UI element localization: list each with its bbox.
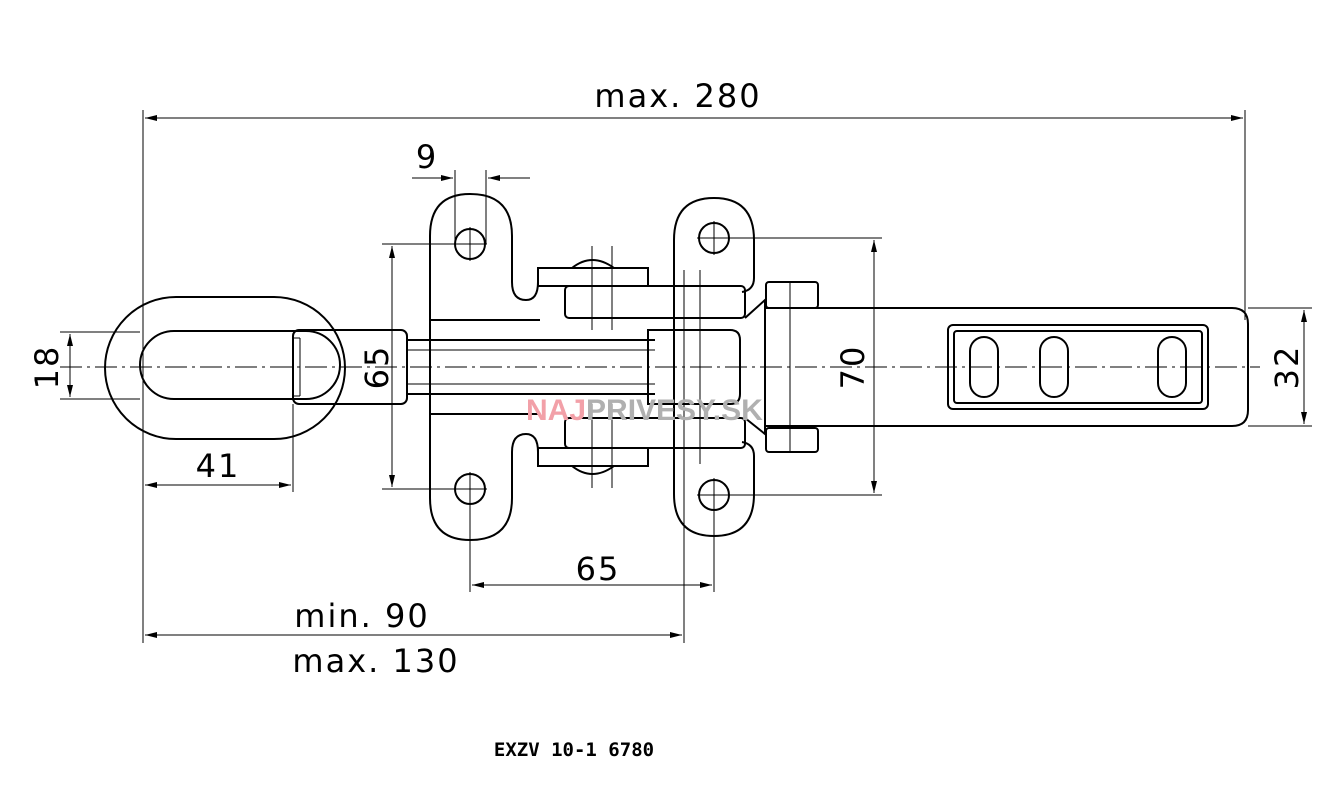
housing-clamp xyxy=(765,281,819,453)
left-mounting-plate xyxy=(429,192,540,542)
upper-bracket xyxy=(537,246,746,330)
dim-hole-spacing: 65 xyxy=(469,505,715,592)
mount-height-label: 65 xyxy=(358,345,396,390)
hole-spacing-label: 65 xyxy=(576,550,621,588)
slot-3 xyxy=(1157,336,1187,398)
slot-2 xyxy=(1039,336,1069,398)
watermark: NAJPRIVESY.SK xyxy=(526,394,763,427)
dim-hole-diameter: 9 xyxy=(412,138,530,244)
bar-height-label: 32 xyxy=(1268,345,1306,390)
hole-diameter-label: 9 xyxy=(416,138,438,176)
dim-bar-height: 32 xyxy=(1248,307,1312,427)
piston-rod xyxy=(407,339,655,395)
watermark-part-2: PRIVESY xyxy=(586,394,716,427)
right-mounting-plate xyxy=(647,196,766,538)
plate-height-label: 70 xyxy=(834,345,872,390)
dim-overall-length: max. 280 xyxy=(142,77,1246,643)
eye-length-label: 41 xyxy=(196,447,241,485)
dim-eye-height: 18 xyxy=(28,331,140,400)
watermark-part-1: NAJ xyxy=(526,394,586,427)
overall-length-label: max. 280 xyxy=(594,77,761,115)
part-code: EXZV 10-1 6780 xyxy=(494,739,654,761)
min-length-label: min. 90 xyxy=(294,597,429,635)
slot-1 xyxy=(969,336,999,398)
lower-bracket xyxy=(537,404,746,488)
max-length-label: max. 130 xyxy=(292,642,459,680)
watermark-part-3: .SK xyxy=(713,394,763,427)
eye-shank xyxy=(292,329,408,405)
towing-eye xyxy=(104,296,346,440)
dim-plate-height: 70 xyxy=(714,237,882,496)
dim-eye-length: 41 xyxy=(145,404,294,492)
dim-min-max-length: min. 90 max. 130 xyxy=(145,464,685,680)
dim-mount-height: 65 xyxy=(358,243,470,490)
drawbar xyxy=(765,307,1249,427)
eye-height-label: 18 xyxy=(28,345,66,390)
